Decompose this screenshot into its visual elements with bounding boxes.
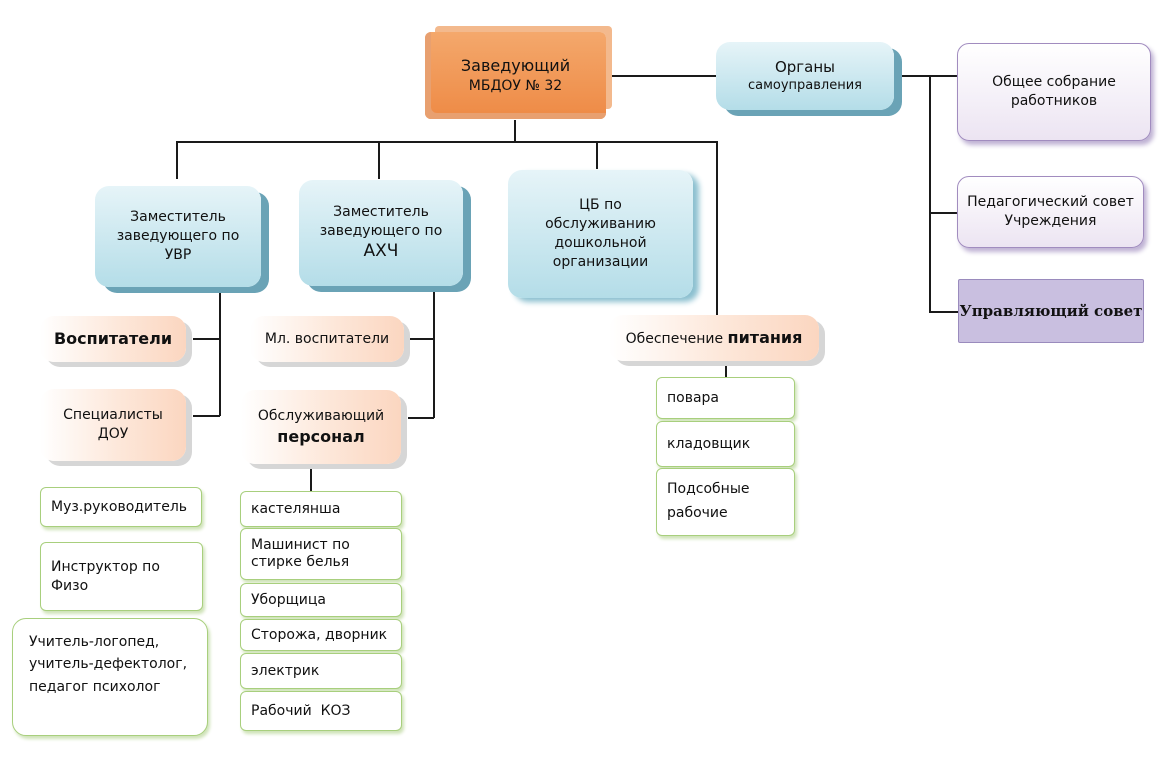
service-item-label: электрик <box>251 662 320 679</box>
food-item-line1: Подсобные <box>667 481 750 498</box>
educators-label: Воспитатели <box>53 329 173 349</box>
chief-box: Заведующий МБДОУ № 32 <box>425 32 606 119</box>
food-item: повара <box>656 377 795 419</box>
connector <box>176 141 717 143</box>
educators-box: Воспитатели <box>40 316 186 362</box>
chief-title: Заведующий <box>460 56 571 76</box>
junior-educators-box: Мл. воспитатели <box>250 316 404 362</box>
connector <box>193 415 220 417</box>
service-item: Уборщица <box>240 583 402 617</box>
pedagogical-council-box: Педагогический совет Учреждения <box>957 176 1144 248</box>
food-item-label: повара <box>667 389 720 406</box>
connector <box>929 75 931 312</box>
accounting-center-box: ЦБ по обслуживанию дошкольной организаци… <box>508 170 693 298</box>
connector <box>310 466 312 492</box>
general-meeting-line2: работников <box>1010 93 1098 109</box>
food-supply-prefix: Обеспечение <box>625 331 728 348</box>
specialists-line1: Специалисты <box>63 407 163 424</box>
governing-council-label: Управляющий совет <box>959 301 1143 320</box>
connector <box>193 338 220 340</box>
service-item-line2: стирке белья <box>251 554 350 570</box>
self-government-title: Органы <box>774 58 836 77</box>
connector <box>176 141 178 179</box>
connector <box>408 417 434 419</box>
food-supply-label: Обеспечение питания <box>626 327 803 349</box>
speech-therapist-line1: Учитель-логопед, <box>29 634 160 650</box>
speech-therapist-item: Учитель-логопед, учитель-дефектолог, пед… <box>12 618 208 736</box>
food-item: кладовщик <box>656 421 795 467</box>
service-staff-line2: персонал <box>277 426 365 446</box>
deputy-ahch-line2: заведующего по <box>319 222 443 239</box>
service-item: Машинист по стирке белья <box>240 528 402 580</box>
food-supply-box: Обеспечение питания <box>609 315 819 361</box>
deputy-uvr-line2: заведующего по <box>116 228 240 245</box>
service-item-line1: Машинист по <box>251 536 350 553</box>
junior-educators-label: Мл. воспитатели <box>264 330 390 347</box>
accounting-center-line2: обслуживанию <box>545 216 656 233</box>
pedagogical-council-line2: Учреждения <box>1004 213 1097 229</box>
deputy-ahch-line1: Заместитель <box>333 203 429 220</box>
pe-instructor-item: Инструктор по Физо <box>40 542 203 611</box>
food-item: Подсобные рабочие <box>656 468 795 536</box>
deputy-ahch-box: Заместитель заведующего по АХЧ <box>299 180 463 286</box>
connector <box>596 141 598 169</box>
speech-therapist-line2: учитель-дефектолог, <box>29 656 188 673</box>
pedagogical-council-line1: Педагогический совет <box>967 194 1134 211</box>
general-meeting-line1: Общее собрание <box>992 74 1116 91</box>
specialists-box: Специалисты ДОУ <box>40 389 186 461</box>
deputy-uvr-line1: Заместитель <box>130 209 226 226</box>
connector <box>433 288 435 418</box>
deputy-uvr-line3: УВР <box>164 246 192 263</box>
connector <box>514 120 516 142</box>
connector <box>929 311 958 313</box>
pe-instructor-line1: Инструктор по <box>51 558 160 575</box>
service-staff-box: Обслуживающий персонал <box>241 390 401 464</box>
connector <box>378 141 380 179</box>
connector <box>725 362 727 378</box>
accounting-center-line3: дошкольной <box>554 235 647 251</box>
accounting-center-line4: организации <box>552 253 649 270</box>
chief-subtitle: МБДОУ № 32 <box>468 77 563 94</box>
governing-council-box: Управляющий совет <box>958 279 1144 343</box>
pe-instructor-line2: Физо <box>51 577 89 594</box>
food-supply-bold: питания <box>727 328 803 348</box>
self-government-subtitle: самоуправления <box>747 78 863 94</box>
connector <box>929 212 958 214</box>
self-government-box: Органы самоуправления <box>716 42 894 110</box>
music-director-label: Муз.руководитель <box>51 498 188 515</box>
service-item-label: Сторожа, дворник <box>251 626 388 643</box>
speech-therapist-line3: педагог психолог <box>29 678 161 695</box>
food-item-line2: рабочие <box>667 505 728 521</box>
specialists-line2: ДОУ <box>97 426 129 442</box>
deputy-uvr-box: Заместитель заведующего по УВР <box>95 186 261 287</box>
general-meeting-box: Общее собрание работников <box>957 43 1151 141</box>
connector <box>716 141 718 331</box>
accounting-center-line1: ЦБ по <box>579 197 622 214</box>
service-staff-line1: Обслуживающий <box>257 407 385 424</box>
service-item: электрик <box>240 653 402 689</box>
connector <box>410 338 434 340</box>
service-item: Рабочий КОЗ <box>240 691 402 731</box>
service-item: Сторожа, дворник <box>240 619 402 651</box>
service-item-label: кастелянша <box>251 500 341 517</box>
deputy-ahch-line3: АХЧ <box>363 241 399 262</box>
connector <box>898 75 958 77</box>
connector <box>219 288 221 416</box>
service-item: кастелянша <box>240 491 402 527</box>
music-director-item: Муз.руководитель <box>40 487 202 527</box>
connector <box>606 75 718 77</box>
service-item-label: Рабочий КОЗ <box>251 702 351 719</box>
food-item-label: кладовщик <box>667 435 751 452</box>
service-item-label: Уборщица <box>251 591 327 608</box>
